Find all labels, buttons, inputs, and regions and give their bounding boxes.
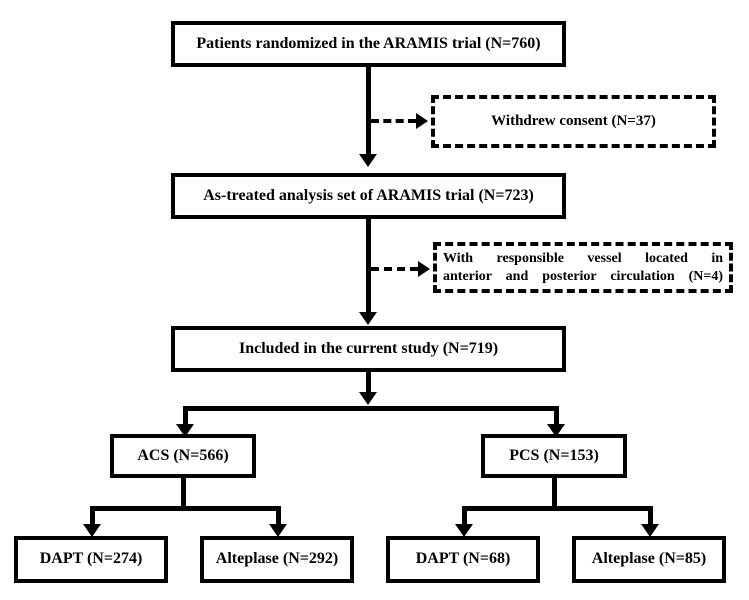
node-pcs-dapt: DAPT (N=68) [386,536,540,583]
arrowhead-both-circulation [418,261,430,277]
arrowhead-astreated [359,154,377,167]
node-label: Patients randomized in the ARAMIS trial … [196,34,541,52]
connector-split-left-drop [183,406,188,428]
connector-acs-split-bar [90,506,281,511]
connector-acs-left-drop [90,506,95,528]
connector-randomized-to-withdrew [371,119,416,123]
arrowhead-pcs-dapt [455,524,473,537]
node-label: Withdrew consent (N=37) [491,112,656,129]
node-label: As-treated analysis set of ARAMIS trial … [203,186,534,204]
node-label: With responsible vessel located in anter… [437,250,729,286]
connector-acs-stem [181,478,186,511]
node-label: Alteplase (N=292) [215,550,339,568]
node-pcs-alteplase: Alteplase (N=85) [572,536,726,583]
node-label-line-1: With responsible vessel located in [443,250,723,266]
connector-split-right-drop [554,406,559,428]
node-as-treated-analysis-set: As-treated analysis set of ARAMIS trial … [171,173,566,219]
arrowhead-acs-alteplase [269,524,287,537]
arrowhead-acs-dapt [83,524,101,537]
node-pcs: PCS (N=153) [481,434,627,478]
connector-included-stub [366,372,371,394]
node-acs: ACS (N=566) [110,434,256,478]
node-label: Included in the current study (N=719) [238,339,499,357]
arrowhead-withdrew [416,113,428,129]
node-label-line-2: anterior and posterior circulation (N=4) [443,268,723,284]
node-included-current-study: Included in the current study (N=719) [171,326,566,372]
connector-pcs-stem [552,478,557,511]
arrowhead-acs [176,424,194,437]
node-acs-alteplase: Alteplase (N=292) [200,536,354,583]
node-acs-dapt: DAPT (N=274) [14,536,168,583]
arrowhead-pcs-alteplase [641,524,659,537]
connector-pcs-right-drop [648,506,653,528]
connector-pcs-split-bar [462,506,653,511]
connector-split-acs-pcs-bar [183,406,559,411]
arrowhead-included [359,312,377,325]
node-patients-randomized: Patients randomized in the ARAMIS trial … [171,21,566,67]
arrowhead-pcs [547,424,565,437]
node-withdrew-consent: Withdrew consent (N=37) [431,95,716,148]
node-label: PCS (N=153) [509,446,599,464]
connector-acs-right-drop [276,506,281,528]
node-both-circulation: With responsible vessel located in anter… [433,242,733,293]
node-label: DAPT (N=274) [39,550,143,568]
connector-pcs-left-drop [462,506,467,528]
connector-astreated-to-included [366,219,371,312]
connector-astreated-to-both-circulation [371,267,418,271]
connector-randomized-to-astreated [366,67,371,154]
arrowhead-included-stub [359,392,377,405]
node-label: DAPT (N=68) [415,550,511,568]
node-label: Alteplase (N=85) [591,550,707,568]
node-label: ACS (N=566) [137,446,229,464]
